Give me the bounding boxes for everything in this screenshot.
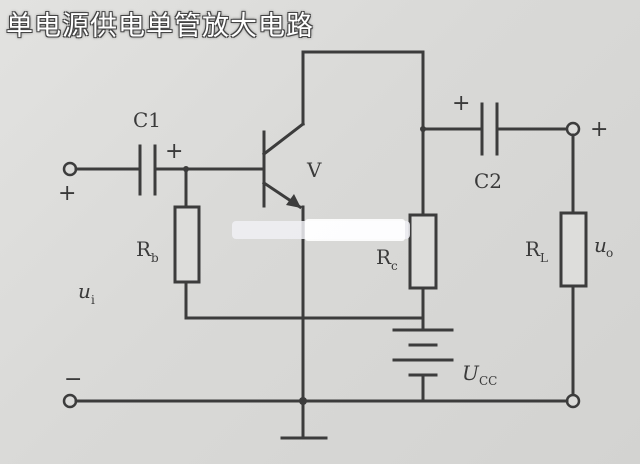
label-uo: u bbox=[594, 233, 607, 257]
input-terminal bbox=[62, 161, 78, 177]
battery-ucc bbox=[392, 328, 454, 377]
label-c1-plus: + bbox=[165, 139, 183, 164]
label-rb: R bbox=[136, 237, 152, 261]
label-input-plus: + bbox=[58, 181, 76, 206]
capacitor-c1 bbox=[138, 144, 157, 196]
diagram-title: 单电源供电单管放大电路 bbox=[6, 11, 314, 42]
label-output-plus: + bbox=[590, 117, 608, 142]
junction-ground bbox=[299, 397, 307, 405]
label-ucc: U bbox=[462, 361, 480, 385]
resistor-rl bbox=[559, 211, 588, 288]
label-rl: R bbox=[525, 237, 541, 261]
output-terminal bbox=[565, 121, 581, 137]
label-ucc-sub: CC bbox=[479, 374, 497, 388]
resistor-rc bbox=[408, 213, 438, 290]
label-rc-sub: c bbox=[391, 259, 398, 273]
label-transistor: V bbox=[306, 158, 322, 182]
label-c2: C2 bbox=[474, 169, 502, 193]
capacitor-c2 bbox=[480, 102, 499, 156]
output-ground-terminal bbox=[565, 393, 581, 409]
input-ground-terminal bbox=[62, 393, 78, 409]
label-rl-sub: L bbox=[540, 251, 548, 265]
highlight-overlay-2 bbox=[305, 219, 405, 241]
label-rc: R bbox=[376, 245, 392, 269]
transistor-v bbox=[261, 121, 306, 210]
label-ui-sub: i bbox=[91, 293, 95, 307]
label-uo-sub: o bbox=[606, 246, 613, 260]
junction-collector bbox=[420, 126, 426, 132]
label-rb-sub: b bbox=[151, 251, 159, 265]
label-input-minus: − bbox=[64, 367, 82, 392]
label-ui: u bbox=[78, 279, 91, 303]
resistor-rb bbox=[173, 205, 201, 284]
label-c1: C1 bbox=[133, 108, 161, 132]
label-c2-plus: + bbox=[452, 91, 470, 116]
